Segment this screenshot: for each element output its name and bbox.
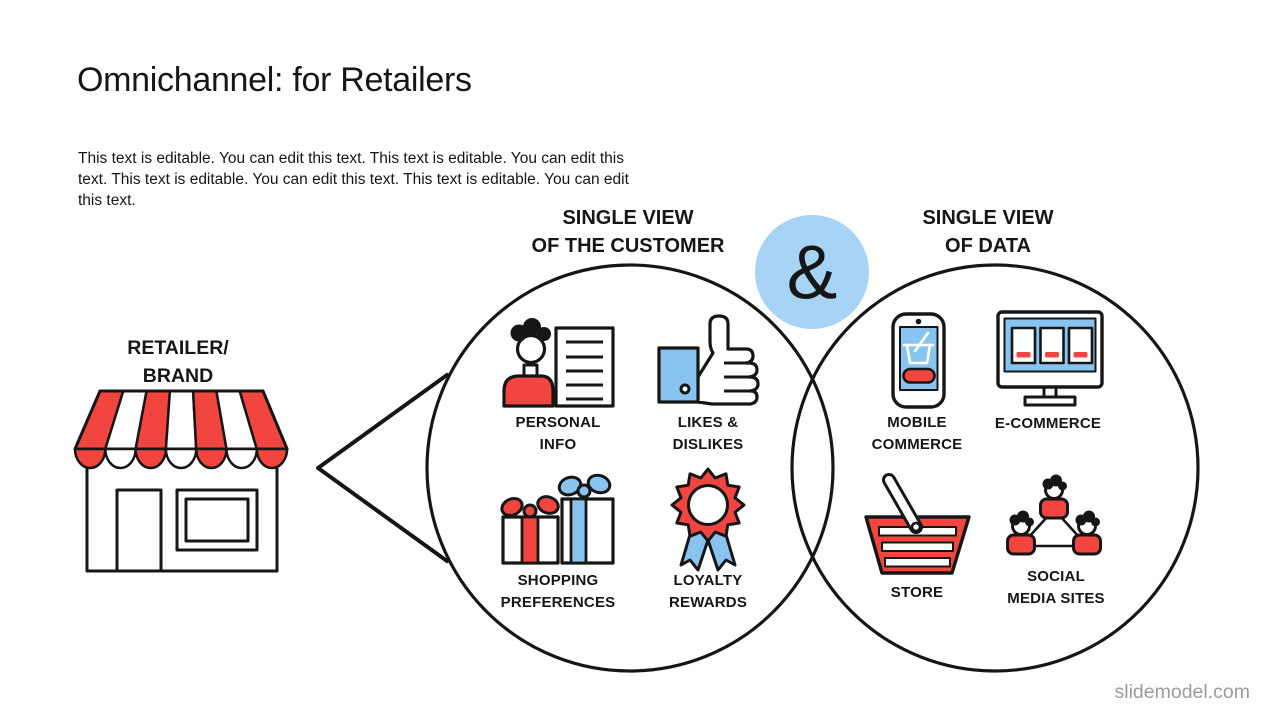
- people-network-icon: [1006, 474, 1102, 556]
- award-rosette-icon: [670, 467, 746, 572]
- ampersand-text: &: [787, 231, 838, 316]
- thumbs-up-icon: [657, 314, 760, 406]
- person-document-icon: [502, 318, 615, 408]
- heading-single-view-customer: SINGLE VIEW OF THE CUSTOMER: [531, 207, 725, 257]
- desktop-monitor-icon: [996, 310, 1104, 407]
- heading-single-view-data: SINGLE VIEW OF DATA: [922, 207, 1054, 257]
- smartphone-icon: [891, 312, 946, 409]
- label-likes-dislikes: LIKES & DISLIKES: [672, 414, 744, 453]
- label-shopping-preferences: SHOPPING PREFERENCES: [500, 572, 616, 611]
- label-loyalty-rewards: LOYALTY REWARDS: [668, 572, 748, 611]
- label-ecommerce: E-COMMERCE: [994, 415, 1102, 432]
- storefront-icon: [73, 389, 289, 573]
- shopping-basket-icon: [864, 473, 971, 575]
- label-social-media: SOCIAL MEDIA SITES: [1007, 568, 1105, 607]
- label-personal-info: PERSONAL INFO: [515, 414, 601, 453]
- gift-boxes-icon: [500, 473, 615, 565]
- left-arrow: [316, 373, 449, 563]
- retailer-brand-label: RETAILER/ BRAND: [127, 337, 229, 387]
- data-circle-fill: [792, 265, 1198, 671]
- customer-circle: [425, 263, 835, 673]
- ampersand-badge: &: [755, 215, 869, 329]
- label-mobile-commerce: MOBILE COMMERCE: [871, 414, 963, 453]
- customer-circle-fill: [427, 265, 833, 671]
- body-text: This text is editable. You can edit this…: [78, 150, 629, 209]
- watermark: slidemodel.com: [1114, 681, 1250, 703]
- page-title: Omnichannel: for Retailers: [77, 61, 472, 99]
- data-circle: [790, 263, 1200, 673]
- label-store: STORE: [890, 584, 944, 601]
